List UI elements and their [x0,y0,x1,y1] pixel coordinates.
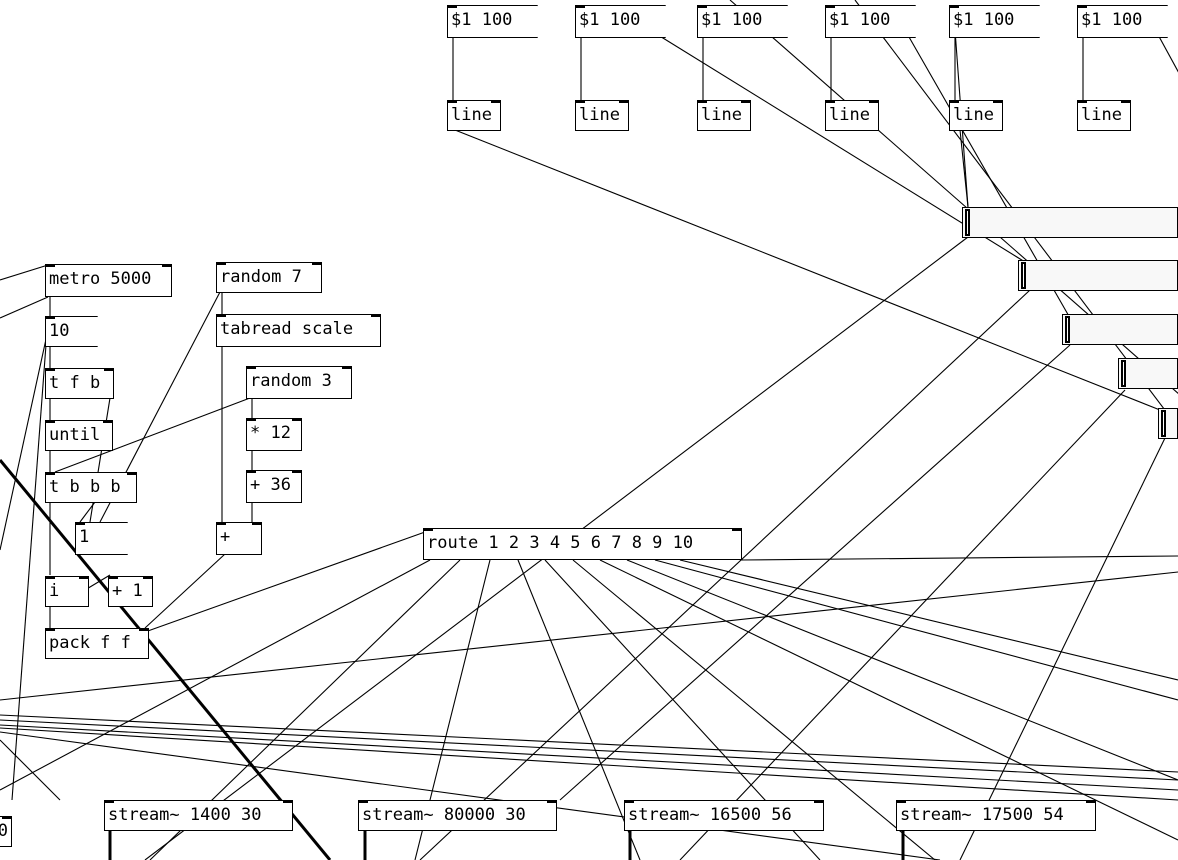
object-text: i [49,581,60,601]
trigger-bbb-object[interactable]: t b b b [45,472,137,503]
object-text: pack f f [49,633,131,653]
slider-knob[interactable] [965,209,970,236]
int-object[interactable]: i [45,576,89,607]
stream-object-1[interactable]: stream~ 1400 30 [104,800,293,831]
random-3-object[interactable]: random 3 [246,366,352,399]
object-text: * 12 [250,423,291,443]
slider-knob[interactable] [1065,316,1070,343]
route-object[interactable]: route 1 2 3 4 5 6 7 8 9 10 [423,528,742,560]
stream-object-3[interactable]: stream~ 16500 56 [624,800,824,831]
message-text: 1 [79,527,90,547]
line-object-2[interactable]: line [575,100,629,131]
trigger-fb-object[interactable]: t f b [45,368,114,399]
slider-knob[interactable] [1121,360,1126,387]
object-text: 0 [0,821,8,841]
message-text: $1 100 [1081,10,1143,30]
object-text: t f b [49,373,101,393]
partial-number-box[interactable]: 0 [0,816,12,847]
ramp-message-4[interactable]: $1 100 [825,5,916,38]
object-text: random 7 [220,267,302,287]
ramp-message-6[interactable]: $1 100 [1077,5,1168,38]
message-text: $1 100 [451,10,513,30]
add-36-object[interactable]: + 36 [246,470,302,503]
message-text: $1 100 [829,10,891,30]
object-text: stream~ 80000 30 [362,805,526,825]
ramp-message-5[interactable]: $1 100 [949,5,1040,38]
hslider-1[interactable] [962,207,1178,238]
object-text: stream~ 17500 54 [900,805,1064,825]
object-text: line [451,105,492,125]
object-text: t b b b [49,477,121,497]
tabread-object[interactable]: tabread scale [216,314,381,347]
message-text: $1 100 [579,10,641,30]
line-object-5[interactable]: line [949,100,1003,131]
one-message[interactable]: 1 [75,522,128,555]
message-text: 10 [49,321,70,341]
object-text: + 1 [112,581,143,601]
message-text: $1 100 [953,10,1015,30]
object-text: + [220,527,231,547]
object-text: + 36 [250,475,291,495]
multiply-12-object[interactable]: * 12 [246,418,302,451]
object-text: until [49,425,101,445]
object-text: stream~ 16500 56 [628,805,792,825]
stream-object-4[interactable]: stream~ 17500 54 [896,800,1096,831]
object-text: line [579,105,620,125]
plus-object[interactable]: + [216,522,262,555]
object-text: line [1081,105,1122,125]
until-object[interactable]: until [45,420,113,451]
object-text: tabread scale [220,319,354,339]
ramp-message-3[interactable]: $1 100 [697,5,788,38]
object-text: line [953,105,994,125]
slider-knob[interactable] [1161,410,1166,437]
hslider-3[interactable] [1062,314,1178,345]
stream-object-2[interactable]: stream~ 80000 30 [358,800,557,831]
ramp-message-1[interactable]: $1 100 [447,5,538,38]
message-text: $1 100 [701,10,763,30]
hslider-2[interactable] [1018,260,1178,291]
pack-object[interactable]: pack f f [45,628,149,659]
object-text: route 1 2 3 4 5 6 7 8 9 10 [427,533,694,553]
plus-one-object[interactable]: + 1 [108,576,153,607]
metro-object[interactable]: metro 5000 [45,264,172,297]
object-text: line [701,105,742,125]
object-text: random 3 [250,371,332,391]
ramp-message-2[interactable]: $1 100 [575,5,666,38]
object-text: metro 5000 [49,269,152,289]
object-text: stream~ 1400 30 [108,805,262,825]
slider-knob[interactable] [1021,262,1026,289]
object-text: line [829,105,870,125]
random-7-object[interactable]: random 7 [216,262,322,293]
ten-message[interactable]: 10 [45,316,98,347]
hslider-4[interactable] [1118,358,1178,389]
line-object-1[interactable]: line [447,100,501,131]
line-object-3[interactable]: line [697,100,751,131]
hslider-5[interactable] [1158,408,1178,439]
line-object-4[interactable]: line [825,100,879,131]
line-object-6[interactable]: line [1077,100,1131,131]
